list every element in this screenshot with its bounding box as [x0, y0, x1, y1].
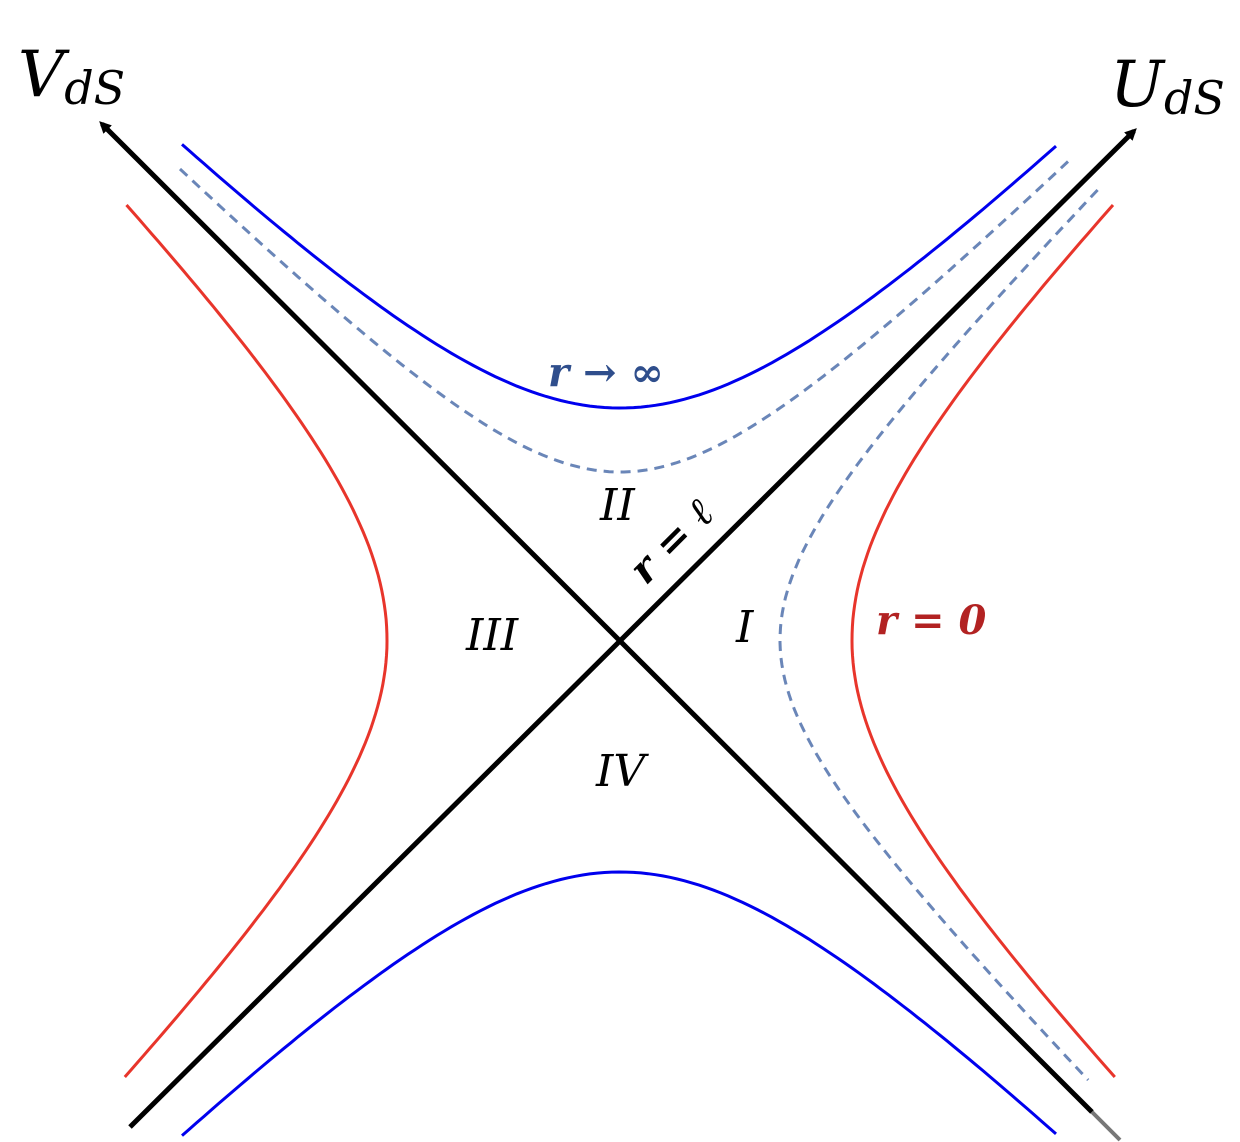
r-infinity-curve-past: [181, 870, 1057, 1137]
axis-tail-segment: [1090, 1110, 1122, 1142]
region-iii-label: III: [465, 610, 520, 661]
v-axis-line: [99, 121, 1094, 1114]
r-infinity-label: r → ∞: [548, 349, 664, 396]
dashed-curve-region-i: [778, 188, 1099, 1082]
r-zero-curve-right: [850, 204, 1116, 1078]
r-zero-curve-left: [123, 204, 389, 1078]
r-horizon-label: r = ℓ: [620, 489, 724, 593]
region-ii-label: II: [599, 480, 636, 531]
region-i-label: I: [735, 602, 755, 653]
r-infinity-curve-future: [181, 143, 1057, 410]
dashed-curve-region-ii: [178, 160, 1070, 474]
region-iv-label: IV: [595, 746, 649, 797]
v-axis-label: VdS: [18, 38, 125, 115]
u-axis-label: UdS: [1110, 48, 1225, 125]
u-axis-line: [128, 128, 1137, 1129]
r-zero-label: r = 0: [876, 597, 986, 644]
